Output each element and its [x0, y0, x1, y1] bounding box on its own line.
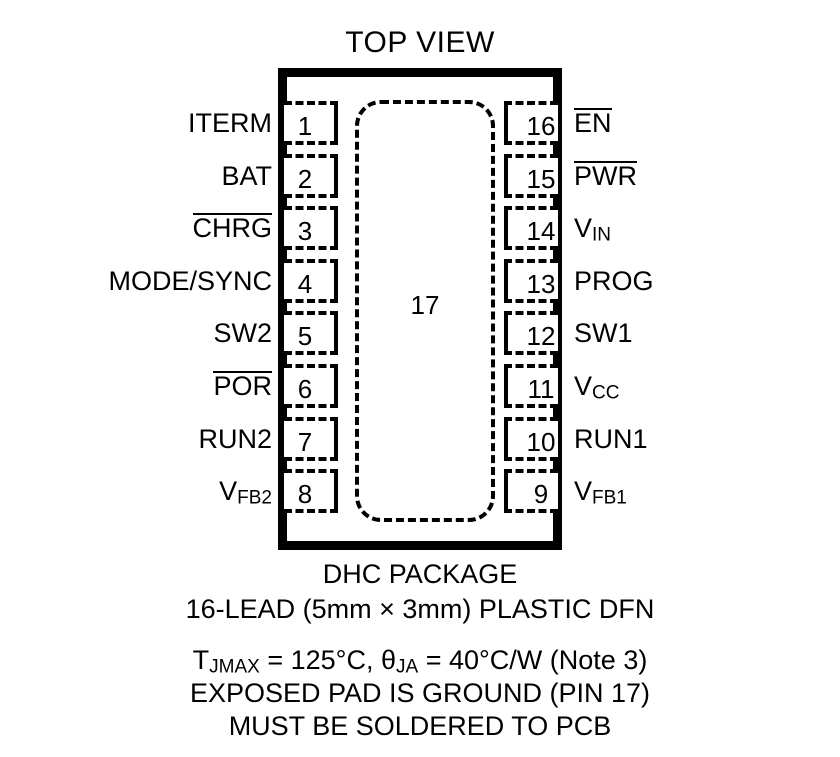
- pin-row: 8 VFB2: [219, 469, 338, 514]
- pin-cell-3[interactable]: 3: [284, 206, 338, 251]
- pin-cell-6[interactable]: 6: [284, 364, 338, 408]
- tjmax-subscript: JMAX: [209, 656, 260, 678]
- pin-cell-8[interactable]: 8: [284, 469, 338, 514]
- theta-ja-symbol: θ: [380, 645, 397, 675]
- pin-number: 1: [297, 111, 313, 141]
- pin-row: 4 MODE/SYNC: [108, 258, 338, 303]
- pin-cell-5[interactable]: 5: [284, 311, 338, 356]
- caption-thermal-spec: TJMAX = 125°C, θJA = 40°C/W (Note 3): [0, 645, 840, 678]
- pin-cell-14[interactable]: 14: [504, 206, 558, 251]
- pin-cell-12[interactable]: 12: [504, 311, 558, 356]
- pin-label-6: POR: [213, 371, 272, 401]
- caption-solder-note: MUST BE SOLDERED TO PCB: [228, 711, 612, 741]
- theta-ja-value: = 40°C/W (Note 3): [418, 645, 648, 675]
- tjmax-value: = 125°C,: [259, 645, 381, 675]
- pin-row: 5 SW2: [213, 311, 338, 356]
- pin-row: 7 RUN2: [198, 416, 338, 461]
- pin-cell-4[interactable]: 4: [284, 258, 338, 303]
- pin-label-11: VCC: [574, 371, 620, 404]
- pin-number: 5: [297, 321, 313, 352]
- pin-label-1: ITERM: [188, 108, 272, 138]
- pin-row: 3 CHRG: [192, 206, 338, 251]
- pin-cell-2[interactable]: 2: [284, 153, 338, 198]
- pin-row: 10 RUN1: [504, 416, 648, 461]
- pin-row: 13 PROG: [504, 258, 654, 303]
- pin-cell-1[interactable]: 1: [284, 101, 338, 145]
- pin-number: 8: [297, 479, 313, 510]
- pin-label-16: EN: [574, 108, 612, 138]
- pin-number: 10: [526, 426, 556, 457]
- pin-label-10: RUN1: [574, 423, 648, 454]
- caption-exposed-pad-note: EXPOSED PAD IS GROUND (PIN 17): [189, 678, 651, 708]
- pin-number: 13: [526, 268, 556, 299]
- pin-label-14: VIN: [574, 213, 612, 246]
- pin-row: 12 SW1: [504, 311, 633, 356]
- pin-cell-10[interactable]: 10: [504, 416, 558, 461]
- pin-number: 9: [533, 479, 549, 510]
- pin-cell-11[interactable]: 11: [504, 364, 558, 408]
- pin-label-7: RUN2: [198, 423, 272, 454]
- pin-label-8: VFB2: [219, 476, 272, 509]
- pin-number: 14: [526, 216, 556, 247]
- page-title: TOP VIEW: [345, 26, 495, 59]
- pin-label-3: CHRG: [192, 213, 272, 244]
- pin-label-12: SW1: [574, 318, 633, 349]
- pin-row: 16 EN: [504, 101, 612, 145]
- pin-cell-15[interactable]: 15: [504, 153, 558, 198]
- pin-number: 12: [526, 321, 556, 352]
- pin-number: 4: [297, 268, 313, 299]
- exposed-pad-outline: [355, 100, 495, 522]
- pin-label-5: SW2: [213, 318, 272, 349]
- pin-row: 2 BAT: [221, 153, 338, 198]
- pin-number: 6: [297, 374, 313, 404]
- pin-row: 1 ITERM: [188, 101, 338, 145]
- theta-ja-subscript: JA: [396, 656, 419, 678]
- pin-cell-9[interactable]: 9: [504, 469, 558, 514]
- pin-row: 15 PWR: [504, 153, 637, 198]
- pin-cell-7[interactable]: 7: [284, 416, 338, 461]
- pin-row: 9 VFB1: [504, 469, 627, 514]
- pin-label-15: PWR: [574, 160, 637, 191]
- pin-cell-16[interactable]: 16: [504, 101, 558, 145]
- caption-package-name: DHC PACKAGE: [322, 559, 518, 589]
- tjmax-symbol: T: [192, 645, 210, 675]
- pin-label-4: MODE/SYNC: [108, 265, 272, 296]
- pin-label-13: PROG: [574, 265, 654, 296]
- pin-row: 6 POR: [213, 364, 338, 408]
- pin-number: 7: [297, 426, 313, 457]
- caption-lead-count: 16-LEAD (5mm × 3mm) PLASTIC DFN: [185, 594, 655, 624]
- pin-number: 2: [297, 163, 313, 194]
- pin-cell-13[interactable]: 13: [504, 258, 558, 303]
- pin-label-2: BAT: [221, 160, 272, 191]
- exposed-pad-number: 17: [410, 290, 440, 320]
- pin-row: 11 VCC: [504, 364, 619, 408]
- pin-number: 16: [526, 111, 556, 141]
- pin-label-9: VFB1: [574, 476, 627, 509]
- pin-number: 3: [297, 216, 313, 247]
- pin-number: 15: [526, 163, 556, 194]
- pin-row: 14 VIN: [504, 206, 611, 251]
- pin-number: 11: [527, 374, 555, 404]
